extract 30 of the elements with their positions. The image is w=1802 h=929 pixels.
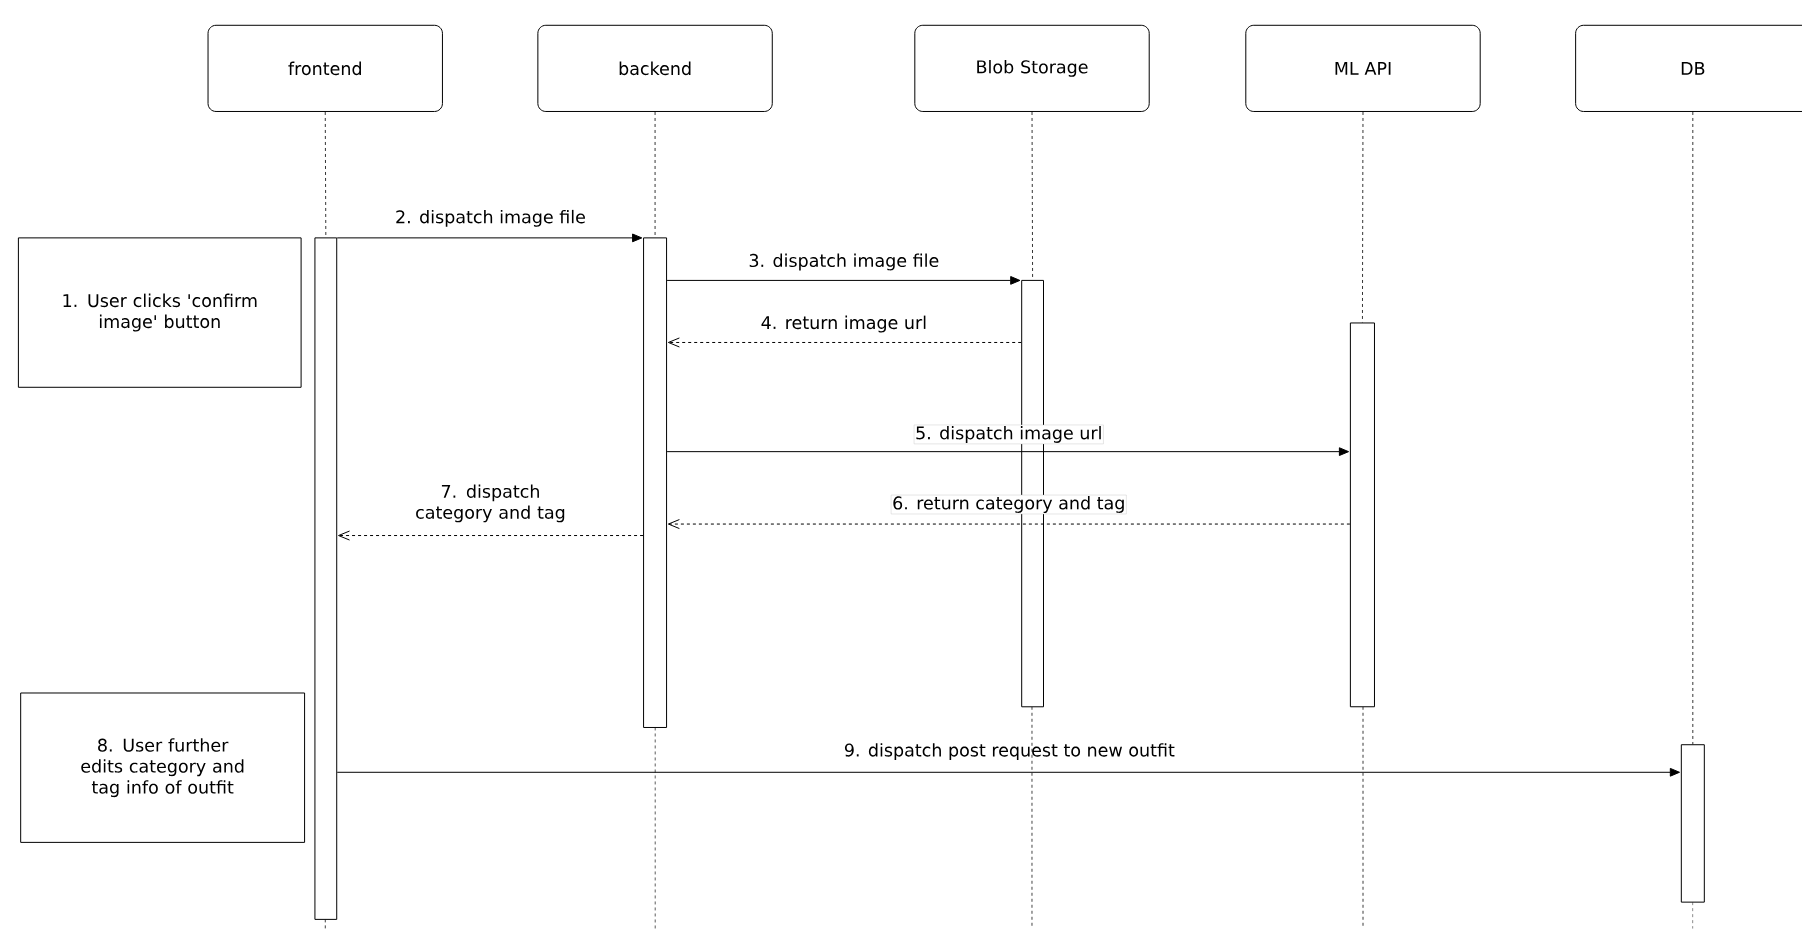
edge-label: 2. dispatch image file — [396, 209, 585, 227]
participant-box: backend — [537, 24, 773, 112]
lifeline — [1031, 111, 1033, 281]
note-box: 8. User further edits category and tag info of outfit — [20, 692, 306, 843]
lifeline — [1362, 111, 1364, 323]
participant-box: frontend — [207, 24, 443, 112]
lifeline — [324, 111, 327, 238]
edge-label: 6. return category and tag — [890, 494, 1127, 515]
arrow — [666, 276, 1021, 285]
edge-label: 5. dispatch image url — [913, 424, 1104, 445]
arrow — [666, 447, 1350, 457]
activation-bar — [314, 237, 338, 920]
activation-bar — [643, 237, 668, 728]
note-box: 1. User clicks 'confirm image' button — [17, 237, 302, 388]
activation-bar — [1680, 744, 1705, 903]
arrow — [667, 337, 1022, 348]
arrow — [336, 767, 1680, 777]
edge-label: 4. return image url — [761, 315, 926, 333]
arrow — [667, 519, 1351, 530]
edge-label: 7. dispatch category and tag — [416, 484, 565, 523]
edge-label: 3. dispatch image file — [749, 253, 939, 271]
participant-box: Blob Storage — [914, 24, 1150, 112]
activation-bar — [1349, 322, 1375, 708]
participant-box: DB — [1575, 24, 1802, 112]
participant-box: ML API — [1245, 24, 1481, 112]
edge-label: 9. dispatch post request to new outfit — [844, 743, 1175, 761]
arrow — [338, 530, 644, 541]
arrow — [336, 233, 643, 243]
lifeline — [654, 111, 656, 238]
lifeline — [1692, 111, 1694, 745]
